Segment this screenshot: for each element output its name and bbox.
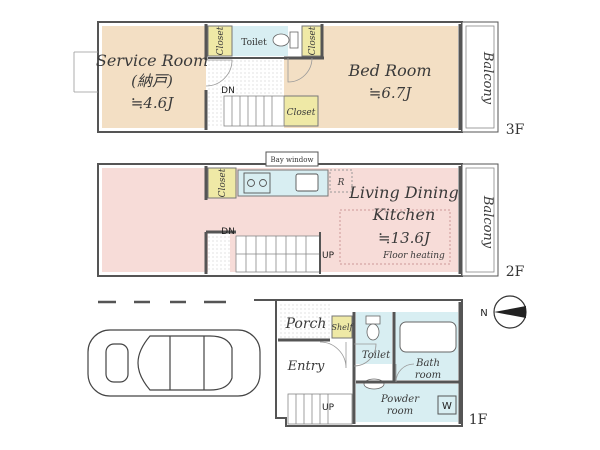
porch-area [280, 304, 330, 340]
balcony-3f-label: Balcony [480, 51, 495, 105]
ldk-label-2: Kitchen [372, 205, 436, 224]
walls-3f [204, 24, 462, 130]
floor-3f: Service Room (納戸) ≒4.6J Bed Room ≒6.7J T… [73, 21, 525, 138]
powder-label-2: room [387, 406, 413, 417]
bed-room-label: Bed Room [347, 61, 431, 80]
service-room-size: ≒4.6J [131, 94, 174, 112]
stair-3f [223, 95, 285, 127]
balcony-2f-label: Balcony [480, 195, 495, 249]
stair-2f-dn: DN [221, 227, 235, 237]
stair-1f [287, 393, 353, 425]
floor-1f-level: 1F [469, 412, 488, 428]
entry-area [286, 342, 344, 392]
closet-3f-left [207, 25, 233, 57]
floor-2f-level: 2F [506, 264, 525, 280]
walls-2f [204, 166, 462, 274]
bay-window-label: Bay window [271, 156, 314, 164]
refrigerator-label: R [337, 178, 345, 188]
toilet-fixture-1f [365, 315, 381, 341]
closet-3f-right-label: Closet [308, 26, 318, 55]
closet-3f-lower-label: Closet [287, 108, 316, 118]
service-room-area [102, 26, 206, 128]
bath-label-2: room [415, 370, 441, 381]
balcony-2f [461, 163, 499, 277]
refrigerator-spot [329, 169, 353, 193]
bath-label-1: Bath [415, 358, 440, 369]
hall-2f [208, 232, 230, 272]
stair-2f [235, 235, 321, 273]
bed-room-size: ≒6.7J [369, 84, 412, 102]
floor-2f: Bay window Closet R Living Dining Kitche… [97, 151, 525, 280]
entry-label: Entry [287, 359, 325, 374]
closet-2f-label: Closet [218, 168, 228, 197]
toilet-1f-label: Toilet [362, 350, 391, 361]
floor-3f-level: 3F [506, 122, 525, 138]
shelf-label: Shelf [332, 323, 355, 332]
stair-3f-dn: DN [221, 86, 235, 96]
doors-1f [319, 341, 415, 383]
toilet-3f-label: Toilet [241, 38, 267, 48]
floor-heating-zone [339, 209, 451, 265]
compass-north: N [480, 308, 487, 319]
toilet-fixture-3f [272, 31, 299, 49]
washer-label: W [442, 401, 452, 412]
closet-2f [207, 167, 237, 199]
compass: N [480, 295, 527, 329]
stove-icon [243, 172, 271, 194]
shelf-area [331, 315, 353, 339]
doors-3f [73, 51, 313, 93]
closet-3f-left-label: Closet [216, 26, 226, 55]
floor-1f: Porch Shelf Toilet Bath room Entry Powde… [87, 299, 488, 428]
bay-window [265, 151, 319, 167]
service-room-note: (納戸) [131, 72, 173, 90]
balcony-3f [461, 21, 499, 133]
closet-3f-lower [283, 95, 319, 127]
porch-label: Porch [285, 316, 327, 332]
compass-arrow-icon [494, 306, 526, 318]
service-room-label: Service Room [96, 51, 208, 70]
washer-spot [437, 395, 457, 415]
ldk-size: ≒13.6J [378, 229, 431, 247]
stair-1f-up: UP [322, 403, 335, 413]
powder-label-1: Powder [380, 394, 420, 405]
bed-room-area [322, 26, 458, 128]
walls-1f [278, 302, 462, 424]
stair-2f-up: UP [322, 251, 335, 261]
floor-heating-label: Floor heating [382, 251, 445, 261]
sink-icon [295, 173, 319, 192]
car-icon [87, 329, 261, 397]
ldk-label-1: Living Dining [348, 183, 458, 202]
powder-room-area [356, 384, 458, 422]
bathtub [399, 321, 457, 353]
